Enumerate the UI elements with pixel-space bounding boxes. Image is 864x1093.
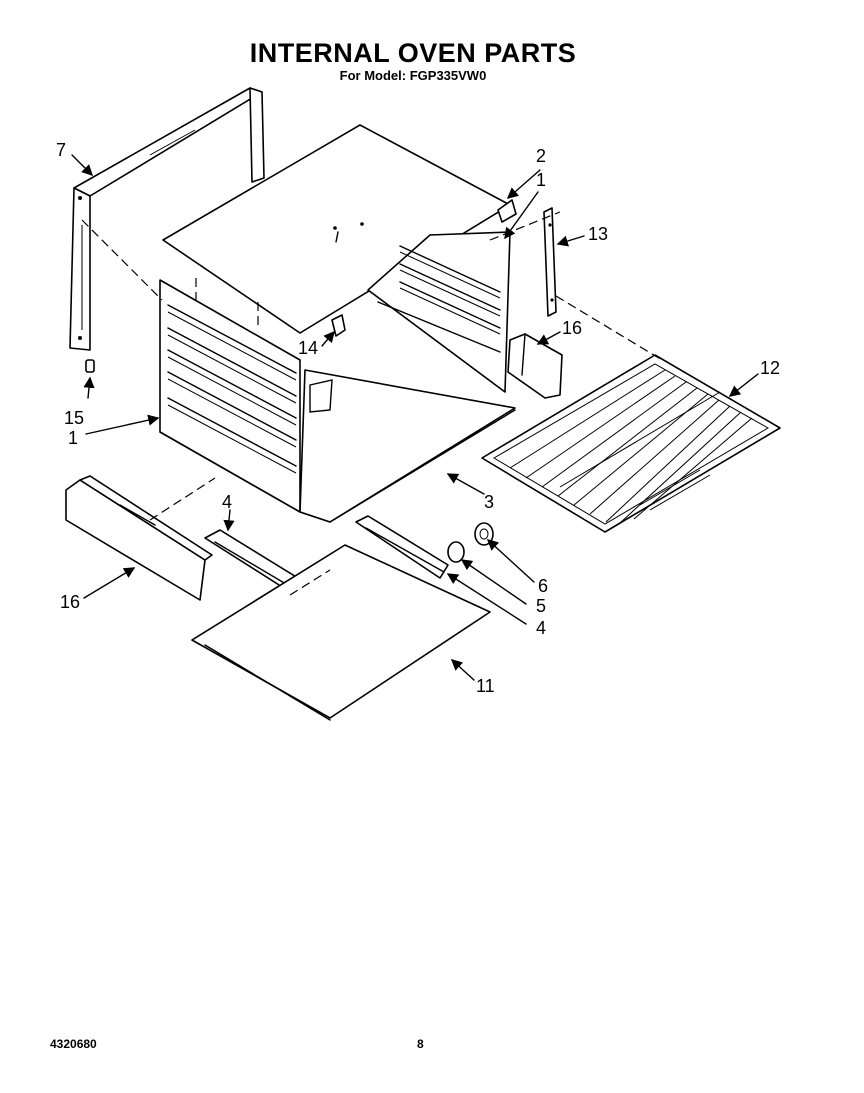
callout-4-right: 4 [536,618,546,638]
callout-5: 5 [536,596,546,616]
part-7-rear-panel [69,87,265,351]
model-subtitle: For Model: FGP335VW0 [339,68,487,83]
callout-2: 2 [536,146,546,166]
callout-15: 15 [64,408,84,428]
part-5-bushing [447,541,465,563]
callout-16-bottom: 16 [60,592,80,612]
oven-cavity-body [159,124,516,523]
callout-13: 13 [588,224,608,244]
part-14-bracket [331,314,346,337]
page-number: 8 [417,1037,424,1051]
callout-1-left: 1 [68,428,78,448]
document-number: 4320680 [50,1037,97,1051]
callout-labels: 7 2 1 13 16 14 15 1 12 3 4 16 6 5 4 11 [56,140,780,696]
part-11-bottom-tray [191,544,491,721]
callout-16-top: 16 [562,318,582,338]
page-title: INTERNAL OVEN PARTS [249,38,577,68]
callout-3: 3 [484,492,494,512]
part-2-clip [497,199,517,223]
part-13-strip [543,207,557,317]
callout-12: 12 [760,358,780,378]
part-16-right-trim [507,333,563,399]
part-15-fastener [85,359,95,373]
callout-7: 7 [56,140,66,160]
callout-11: 11 [476,676,495,696]
callout-4-left: 4 [222,492,232,512]
leader-lines [71,154,759,681]
part-12-oven-rack [481,354,781,533]
callout-1-top: 1 [536,170,546,190]
callout-6: 6 [538,576,548,596]
part-16-front-trim [65,475,213,601]
callout-14: 14 [298,338,318,358]
part-4-right-runner [355,515,449,579]
